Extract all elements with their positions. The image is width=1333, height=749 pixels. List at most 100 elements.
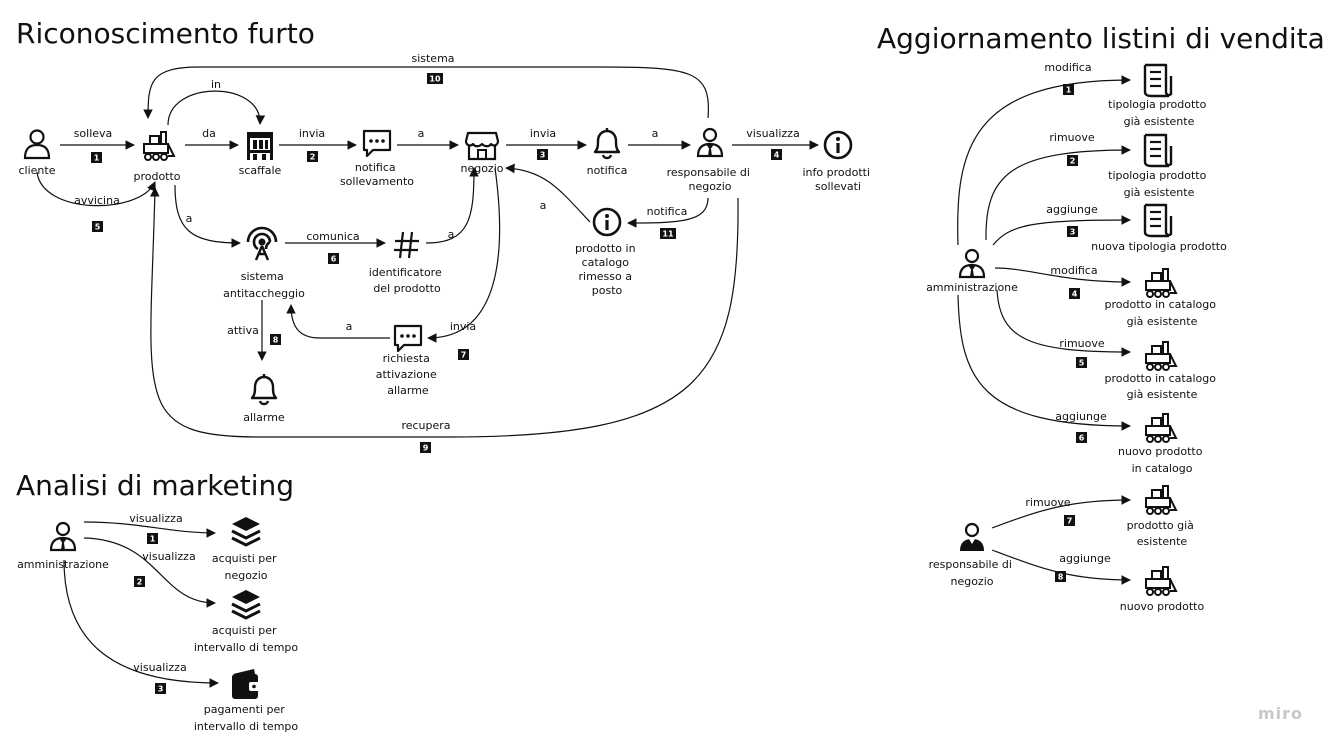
info-icon (823, 130, 853, 160)
step-badge: 6 (328, 253, 339, 264)
title-marketing: Analisi di marketing (16, 469, 294, 502)
edge-label-p-modifica-2: modifica (1050, 264, 1097, 277)
title-pricing: Aggiornamento listini di vendita (877, 22, 1325, 55)
edge-label-sistema: sistema (411, 52, 454, 65)
step-badge: 4 (1069, 288, 1080, 299)
node-label-identificatore: identificatore del prodotto (369, 266, 445, 295)
edge-label-p-aggiunge-3: aggiunge (1059, 552, 1111, 565)
wallet-icon (232, 669, 260, 699)
person-icon (23, 129, 51, 160)
edge-label-p-rimuove-2: rimuove (1059, 337, 1105, 350)
train-icon (1145, 566, 1177, 596)
node-label-info-prodotti: info prodotti sollevati (802, 166, 873, 193)
manager-icon (49, 521, 77, 552)
node-label-cliente: cliente (19, 164, 56, 177)
boss-icon (958, 522, 986, 553)
store-icon (464, 131, 500, 161)
edge-m-visualizza-2 (83, 537, 216, 608)
node-label-acquisti-negozio: acquisti per negozio (212, 552, 280, 582)
edge-label-solleva: solleva (74, 127, 113, 140)
pricing-edges (957, 75, 1131, 585)
svg-text:2: 2 (310, 153, 316, 162)
edge-label-a1: a (418, 127, 425, 140)
edge-label-p-aggiunge-1: aggiunge (1046, 203, 1098, 216)
edge-label-a5: a (448, 228, 455, 241)
svg-text:5: 5 (1079, 359, 1085, 368)
step-badge: 3 (155, 683, 166, 694)
node-label-richiesta: richiesta attivazione allarme (376, 352, 440, 397)
step-badge: 8 (270, 334, 281, 345)
step-badge: 2 (1067, 155, 1078, 166)
step-badge: 9 (420, 442, 431, 453)
marketing-edges (63, 521, 219, 688)
antenna-icon (246, 226, 278, 262)
train-icon (1145, 413, 1177, 443)
edge-p-rimuove-2 (996, 289, 1131, 357)
svg-text:1: 1 (94, 154, 100, 163)
node-label-prodotto-2: prodotto in catalogo già esistente (1105, 372, 1220, 401)
node-label-tipologia-3: nuova tipologia prodotto (1091, 240, 1227, 253)
layers-icon (230, 515, 262, 547)
edge-a4 (174, 184, 241, 248)
edge-label-p-modifica-1: modifica (1044, 61, 1091, 74)
bell-icon (250, 372, 278, 406)
edge-label-p-rimuove: rimuove (1049, 131, 1095, 144)
edge-invia3 (427, 167, 501, 343)
node-label-tipologia-1: tipologia prodotto già esistente (1108, 98, 1210, 128)
node-label-prodotto-5: nuovo prodotto (1120, 600, 1205, 613)
svg-text:4: 4 (1072, 290, 1078, 299)
edge-label-in: in (211, 78, 221, 91)
edge-p-rimuove-3 (991, 495, 1131, 529)
node-label-notifica-sollevamento: notifica sollevamento (340, 161, 414, 188)
node-label-sistema-antitaccheggio: sistema antitaccheggio (223, 270, 305, 300)
svg-text:7: 7 (461, 351, 467, 360)
edge-notifica (627, 197, 709, 228)
edge-a5 (425, 167, 479, 244)
chat-icon (393, 324, 423, 353)
svg-text:5: 5 (95, 223, 101, 232)
svg-text:8: 8 (1058, 573, 1064, 582)
node-label-p-amministrazione: amministrazione (926, 281, 1018, 294)
edge-p-modifica-2 (994, 267, 1131, 287)
edge-a3 (505, 163, 591, 223)
node-label-prodotto-1: prodotto in catalogo già esistente (1105, 298, 1220, 328)
step-badge: 8 (1055, 571, 1066, 582)
step-badge: 6 (1076, 432, 1087, 443)
node-label-allarme: allarme (243, 411, 285, 424)
step-badge: 1 (1063, 84, 1074, 95)
svg-text:2: 2 (1070, 157, 1076, 166)
edge-p-rimuove (985, 145, 1131, 241)
manager-icon (958, 248, 986, 279)
step-badge: 11 (660, 228, 676, 239)
theft-edges (36, 66, 819, 438)
node-label-pagamenti: pagamenti per intervallo di tempo (194, 703, 299, 733)
svg-text:7: 7 (1067, 517, 1073, 526)
edge-label-a6: a (346, 320, 353, 333)
node-label-m-amministrazione: amministrazione (17, 558, 109, 571)
edge-label-recupera: recupera (401, 419, 450, 432)
svg-text:9: 9 (423, 444, 429, 453)
step-badge: 3 (537, 149, 548, 160)
svg-text:6: 6 (331, 255, 337, 264)
step-badge: 7 (1064, 515, 1075, 526)
train-icon (1145, 485, 1177, 515)
edge-label-invia3: invia (450, 320, 476, 333)
node-label-responsabile: responsabile di negozio (667, 166, 754, 193)
document-icon (1143, 203, 1173, 238)
edge-label-attiva: attiva (227, 324, 259, 337)
step-badge: 10 (427, 73, 443, 84)
edge-p-aggiunge-1 (992, 215, 1131, 246)
step-badge: 1 (91, 152, 102, 163)
node-label-prodotto-catalogo: prodotto in catalogo rimesso a posto (575, 242, 639, 297)
edge-p-aggiunge-2 (957, 294, 1131, 431)
edge-label-invia2: invia (530, 127, 556, 140)
info-icon (592, 207, 622, 237)
document-icon (1143, 133, 1173, 168)
step-badge: 7 (458, 349, 469, 360)
node-label-tipologia-2: tipologia prodotto già esistente (1108, 169, 1210, 199)
node-label-prodotto-4: prodotto già esistente (1127, 519, 1198, 548)
edge-p-modifica-1 (957, 75, 1131, 246)
edge-label-a2: a (652, 127, 659, 140)
edge-m-visualizza-3 (63, 559, 219, 688)
